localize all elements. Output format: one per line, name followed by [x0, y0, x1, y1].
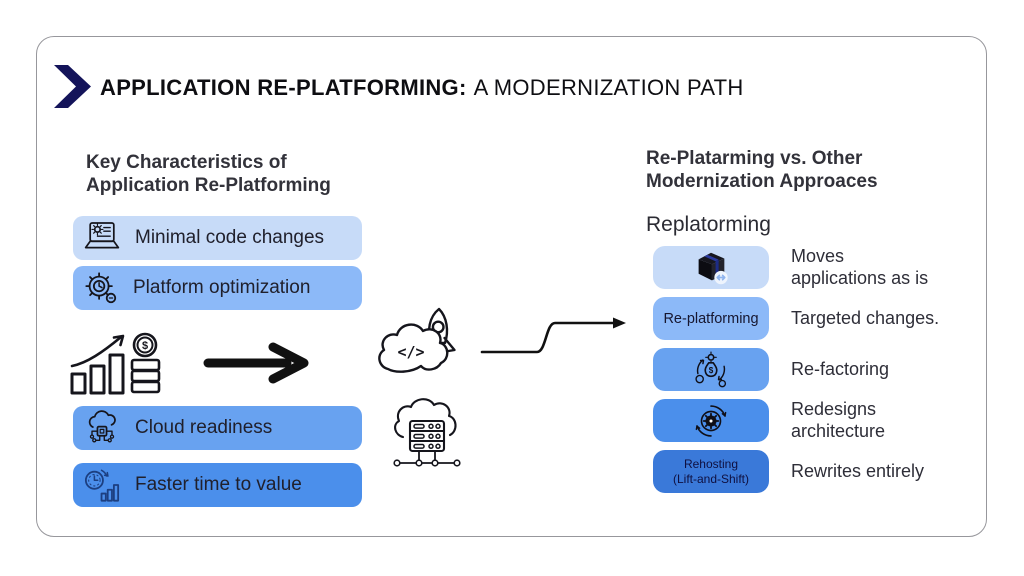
left-section-heading: Key Characteristics of Application Re-Pl…	[86, 152, 331, 197]
pill-faster-time-to-value: Faster time to value	[73, 463, 362, 507]
page-title-bold: APPLICATION RE-PLATFORMING:	[100, 75, 467, 100]
row-box-rehosting: Rehosting (Lift-and-Shift)	[653, 450, 769, 493]
row-description: Re-factoring	[791, 358, 890, 379]
comparison-rows: Moves applications as is Re-platforming …	[653, 246, 983, 501]
pill-cloud-readiness: Cloud readiness	[73, 406, 362, 450]
box-label: Re-platforming	[663, 310, 759, 327]
gear-target-icon	[692, 402, 730, 440]
chevron-right-icon	[49, 64, 95, 109]
row-replatforming-label: Re-platforming Targeted changes.	[653, 297, 983, 340]
package-box-icon	[689, 248, 733, 288]
cloud-code-rocket-icon: </>	[375, 305, 467, 399]
dollar-glyph: $	[709, 366, 714, 375]
row-rehosting: Rehosting (Lift-and-Shift) Rewrites enti…	[653, 450, 983, 493]
pill-label: Minimal code changes	[135, 227, 325, 248]
row-box-replatforming: Re-platforming	[653, 297, 769, 340]
laptop-gear-icon	[82, 220, 122, 257]
growth-chart-coins-icon: $	[69, 329, 169, 397]
dollar-glyph: $	[142, 340, 148, 352]
pill-label: Faster time to value	[135, 474, 302, 495]
elbow-connector-arrow	[479, 317, 631, 357]
right-section-subheading: Replatorming	[646, 213, 771, 236]
cloud-server-network-icon	[389, 395, 465, 475]
pill-label: Platform optimization	[133, 277, 311, 298]
row-box-money-gear: $	[653, 348, 769, 391]
pill-label: Cloud readiness	[135, 417, 273, 438]
money-gear-cycle-icon: $	[690, 350, 732, 389]
row-box-package	[653, 246, 769, 289]
right-section-heading: Re-Platarming vs. Other Modernization Ap…	[646, 148, 878, 193]
row-redesigns-architecture: Redesigns architecture	[653, 399, 983, 442]
row-box-gear-target	[653, 399, 769, 442]
row-description: Moves applications as is	[791, 245, 929, 288]
stopwatch-chart-icon	[82, 466, 122, 504]
row-description: Targeted changes.	[791, 307, 940, 328]
page-title-regular: A MODERNIZATION PATH	[473, 75, 744, 100]
pill-platform-optimization: Platform optimization	[73, 266, 362, 310]
pill-minimal-code-changes: Minimal code changes	[73, 216, 362, 260]
right-arrow-icon	[203, 341, 315, 385]
cloud-circuit-icon	[82, 409, 122, 447]
infographic-card: APPLICATION RE-PLATFORMING:A MODERNIZATI…	[36, 36, 987, 537]
gear-clock-icon	[82, 269, 120, 307]
code-glyph: </>	[397, 343, 424, 361]
row-description: Rewrites entirely	[791, 460, 925, 481]
row-replatforming-moves: Moves applications as is	[653, 246, 983, 289]
row-refactoring: $ Re-factoring	[653, 348, 983, 391]
row-description: Redesigns architecture	[791, 398, 886, 441]
page-title: APPLICATION RE-PLATFORMING:A MODERNIZATI…	[100, 75, 744, 101]
box-label: Rehosting (Lift-and-Shift)	[672, 456, 750, 486]
